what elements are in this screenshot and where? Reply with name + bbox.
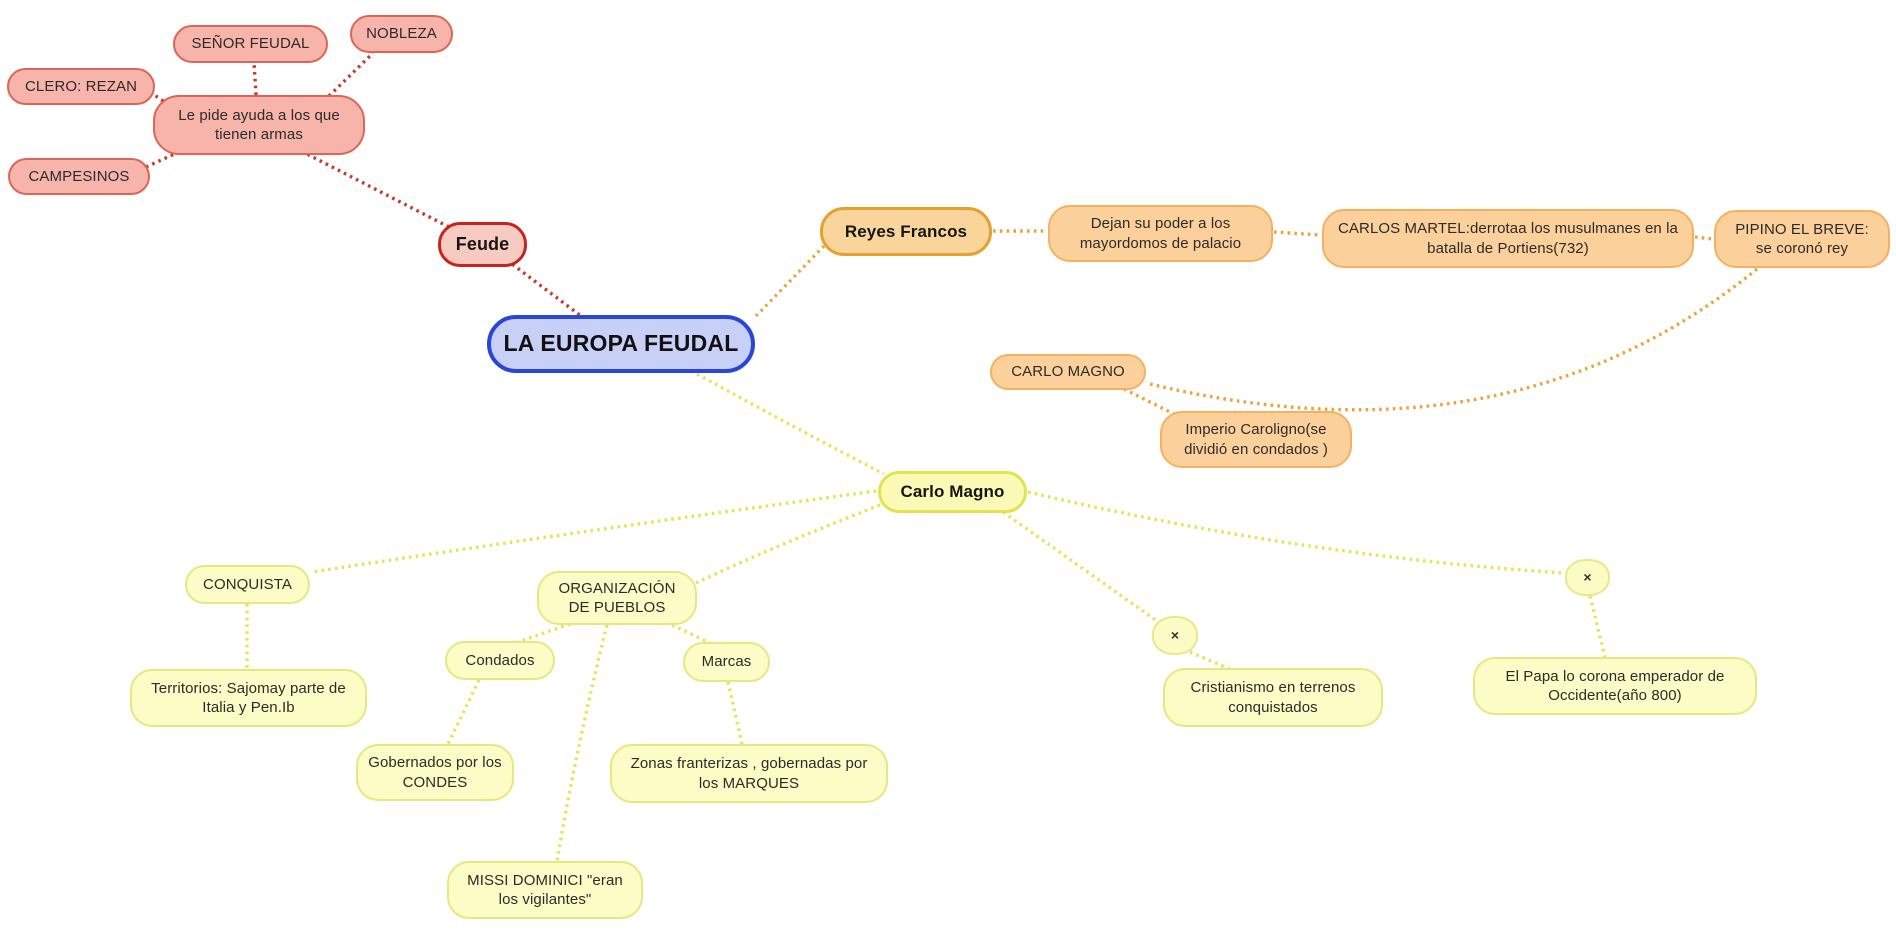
node-label: Marcas (701, 653, 752, 671)
node-carlo-magno[interactable]: Carlo Magno (878, 471, 1027, 513)
node-label: ORGANIZACIÓN DE PUEBLOS (558, 579, 676, 616)
connector-carlomagno-xright (1027, 490, 1565, 575)
connector-martel-pipino (1694, 235, 1714, 241)
node-carlos-martel[interactable]: CARLOS MARTEL:derrotaa los musulmanes en… (1322, 209, 1694, 268)
connector-root-carlomagno (696, 372, 885, 476)
connector-feude-lepide (302, 150, 450, 229)
node-gobernados-condes[interactable]: Gobernados por los CONDES (356, 744, 514, 801)
node-label: Gobernados por los CONDES (368, 754, 502, 791)
node-territorios[interactable]: Territorios: Sajomay parte de Italia y P… (130, 669, 367, 727)
node-condados[interactable]: Condados (445, 641, 555, 680)
node-reyes-francos[interactable]: Reyes Francos (820, 207, 992, 256)
node-cristianismo[interactable]: Cristianismo en terrenos conquistados (1163, 668, 1383, 727)
node-label: CAMPESINOS (28, 167, 130, 185)
connector-carlomagno-xleft (1002, 510, 1158, 623)
connector-organizacion-missi (555, 624, 609, 862)
node-organizacion-pueblos[interactable]: ORGANIZACIÓN DE PUEBLOS (537, 571, 697, 625)
node-label: El Papa lo corona emperador de Occidente… (1505, 667, 1725, 704)
node-label: CARLOS MARTEL:derrotaa los musulmanes en… (1338, 220, 1678, 257)
node-x-left[interactable]: × (1152, 616, 1198, 655)
node-label: SEÑOR FEUDAL (191, 35, 310, 53)
node-carlo-magno-orange[interactable]: CARLO MAGNO (990, 354, 1146, 390)
connector-organizacion-condados (514, 622, 571, 645)
node-label: Territorios: Sajomay parte de Italia y P… (151, 679, 346, 716)
node-label: MISSI DOMINICI "eran los vigilantes" (467, 871, 623, 908)
node-papa-corona[interactable]: El Papa lo corona emperador de Occidente… (1473, 657, 1757, 715)
connector-carlomagno-imperio (1123, 387, 1175, 416)
connector-root-feude (510, 262, 587, 321)
node-marcas[interactable]: Marcas (683, 642, 770, 682)
connector-root-reyes (754, 244, 826, 318)
node-zonas-fronterizas[interactable]: Zonas franterizas , gobernadas por los M… (610, 744, 888, 803)
node-label: Dejan su poder a los mayordomos de palac… (1079, 215, 1242, 252)
node-root-la-europa-feudal[interactable]: LA EUROPA FEUDAL (487, 315, 755, 373)
node-label: Imperio Caroligno(se dividió en condados… (1184, 421, 1328, 458)
connector-lepide-nobleza (327, 51, 375, 98)
node-clero[interactable]: CLERO: REZAN (7, 68, 155, 105)
node-label: Condados (465, 651, 535, 669)
connector-lepide-senor (252, 62, 258, 96)
node-label: NOBLEZA (366, 25, 437, 43)
node-label: CLERO: REZAN (24, 77, 138, 95)
node-feude[interactable]: Feude (438, 222, 527, 267)
node-label: Feude (455, 233, 510, 254)
node-label: PIPINO EL BREVE: se coronó rey (1735, 220, 1869, 257)
node-le-pide-ayuda[interactable]: Le pide ayuda a los que tienen armas (153, 95, 365, 155)
node-conquista[interactable]: CONQUISTA (185, 565, 310, 604)
connector-marcas-zonas (726, 681, 744, 745)
node-label: CONQUISTA (203, 575, 292, 593)
connector-xleft-cristianismo (1189, 650, 1233, 672)
node-campesinos[interactable]: CAMPESINOS (8, 158, 150, 195)
node-label: Zonas franterizas , gobernadas por los M… (630, 755, 868, 792)
node-imperio-caroligno[interactable]: Imperio Caroligno(se dividió en condados… (1160, 411, 1352, 468)
connector-carlomagno-organizacion (695, 503, 881, 585)
node-label: CARLO MAGNO (1011, 363, 1125, 381)
node-x-right[interactable]: × (1565, 559, 1610, 596)
node-label: Le pide ayuda a los que tienen armas (178, 106, 340, 143)
connector-pipino-carlomagno (1149, 267, 1759, 412)
connector-carlomagno-conquista (311, 489, 877, 574)
connector-xright-papa (1588, 595, 1607, 658)
node-label: Cristianismo en terrenos conquistados (1190, 679, 1356, 716)
node-mayordomos[interactable]: Dejan su poder a los mayordomos de palac… (1048, 205, 1273, 262)
node-label: × (1583, 568, 1592, 585)
connector-organizacion-marcas (665, 620, 715, 647)
node-pipino-el-breve[interactable]: PIPINO EL BREVE: se coronó rey (1714, 210, 1890, 268)
node-senor-feudal[interactable]: SEÑOR FEUDAL (173, 25, 328, 63)
node-label: Carlo Magno (900, 482, 1005, 502)
connector-mayordomos-martel (1273, 230, 1322, 237)
node-label: LA EUROPA FEUDAL (503, 330, 739, 357)
node-nobleza[interactable]: NOBLEZA (350, 15, 453, 53)
node-missi-dominici[interactable]: MISSI DOMINICI "eran los vigilantes" (447, 861, 643, 919)
connector-condados-gobernados (446, 679, 481, 745)
node-label: × (1170, 626, 1180, 643)
node-label: Reyes Francos (844, 221, 968, 241)
